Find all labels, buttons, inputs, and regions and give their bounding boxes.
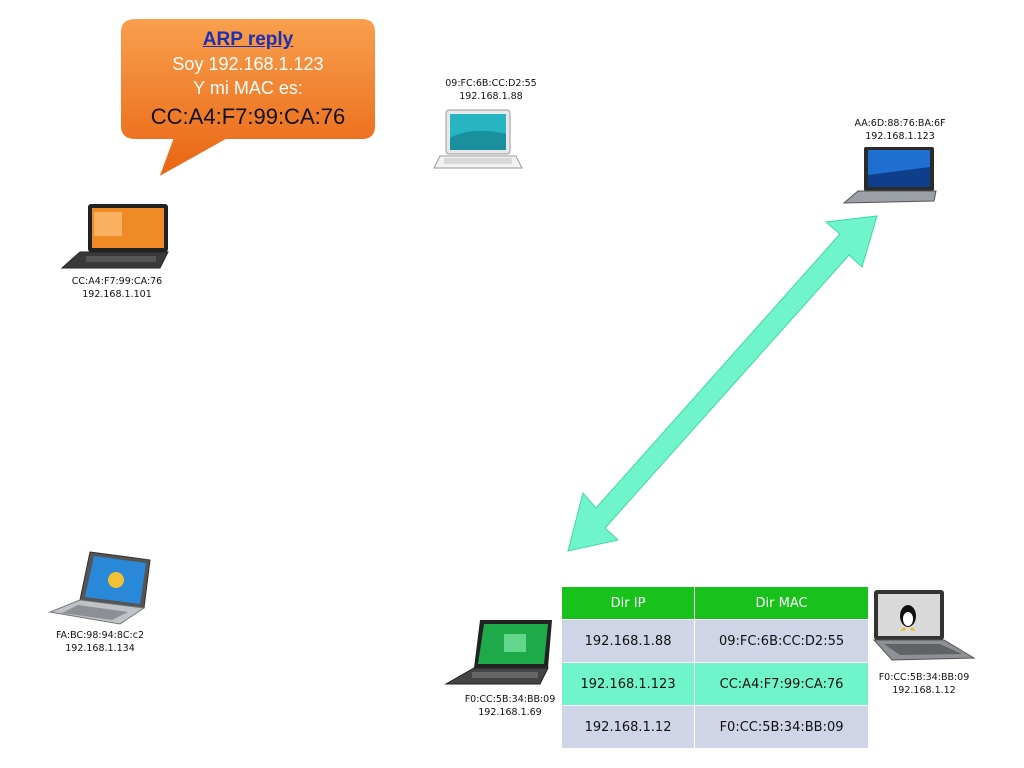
callout-title: ARP reply: [202, 29, 294, 50]
callout-ip-line: Soy 192.168.1.123: [172, 54, 324, 74]
laptop-icon: [48, 551, 151, 625]
laptop-icon: [60, 204, 169, 269]
cell-ip: 192.168.1.12: [560, 705, 696, 749]
cell-ip: 192.168.1.88: [560, 619, 696, 663]
laptop-icon: [433, 109, 523, 169]
table-row: 192.168.1.12 F0:CC:5B:34:BB:09: [560, 705, 869, 749]
laptop-icon: [842, 147, 937, 204]
header-ip: Dir IP: [560, 586, 696, 620]
callout-text: ARP reply Soy 192.168.1.123 Y mi MAC es:…: [120, 28, 376, 132]
table-row: 192.168.1.88 09:FC:6B:CC:D2:55: [560, 619, 869, 663]
cell-mac: 09:FC:6B:CC:D2:55: [694, 619, 869, 663]
arp-table: Dir IP Dir MAC 192.168.1.88 09:FC:6B:CC:…: [560, 586, 869, 749]
table-row: 192.168.1.123 CC:A4:F7:99:CA:76: [560, 662, 869, 706]
laptop-icon: [872, 590, 976, 661]
header-mac: Dir MAC: [694, 586, 869, 620]
arp-reply-callout: [119, 17, 377, 181]
cell-mac: CC:A4:F7:99:CA:76: [694, 662, 869, 706]
cell-mac: F0:CC:5B:34:BB:09: [694, 705, 869, 749]
callout-mac: CC:A4:F7:99:CA:76: [150, 104, 346, 129]
laptop-icon: [444, 620, 552, 685]
callout-mac-intro: Y mi MAC es:: [193, 78, 303, 98]
cell-ip: 192.168.1.123: [560, 662, 696, 706]
